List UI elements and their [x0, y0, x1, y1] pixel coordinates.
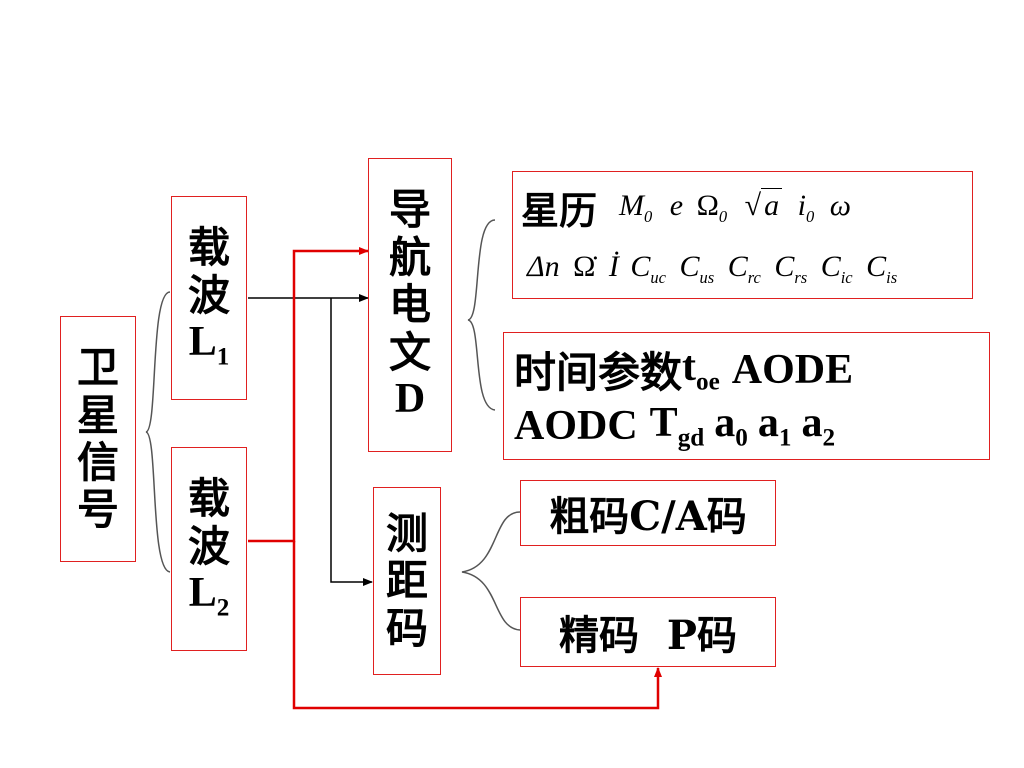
satellite-signal-char: 信	[76, 438, 119, 487]
ranging-code-char: 码	[385, 603, 428, 653]
nav-message-letter: D	[394, 376, 426, 423]
wire-l2-to-nav	[248, 247, 369, 543]
time-param-toe: toe	[682, 343, 720, 396]
ephemeris-box: 星历 M0 e Ω0 √a i0 ω Δn Ω̇ İ Cuc Cus Crc C…	[512, 171, 973, 299]
time-param-a0: a0	[714, 400, 748, 452]
time-param-a2: a2	[801, 400, 836, 452]
time-param-a1: a1	[757, 400, 792, 452]
ephemeris-row2: Δn Ω̇ İ Cuc Cus Crc Crs Cic Cis	[527, 250, 898, 287]
brace-ranging	[461, 511, 521, 631]
nav-message-char: 导	[388, 185, 431, 235]
satellite-signal-char: 星	[76, 390, 119, 440]
p-code-label: 精码 P码	[559, 612, 737, 659]
carrier-l1-label: L1	[188, 319, 230, 371]
time-param-aode: AODE	[731, 346, 854, 393]
ranging-code-box: 测 距 码	[373, 487, 441, 675]
satellite-signal-char: 号	[76, 485, 119, 535]
p-code-box: 精码 P码	[520, 597, 776, 667]
satellite-signal-char: 卫	[76, 343, 119, 393]
time-param-aodc: AODC	[514, 402, 638, 449]
nav-message-char: 文	[388, 327, 431, 377]
wire-l1-to-ranging	[330, 298, 373, 586]
ca-code-label: 粗码C/A码	[549, 493, 747, 540]
carrier-l2-char: 波	[187, 521, 230, 571]
nav-message-char: 航	[388, 232, 431, 282]
ca-code-box: 粗码C/A码	[520, 480, 776, 546]
satellite-signal-box: 卫 星 信 号	[60, 316, 136, 562]
carrier-l2-char: 载	[187, 474, 230, 524]
brace-nav	[467, 219, 496, 411]
time-params-box: 时间参数 toe AODE AODC Tgd a0 a1 a2	[503, 332, 990, 460]
ranging-code-char: 距	[385, 556, 428, 606]
nav-message-char: 电	[388, 280, 431, 330]
nav-message-box: 导 航 电 文 D	[368, 158, 452, 452]
wire-l2-to-p	[292, 541, 662, 710]
carrier-l1-char: 波	[187, 270, 230, 320]
carrier-l1-box: 载 波 L1	[171, 196, 247, 400]
time-params-label: 时间参数	[514, 348, 683, 397]
carrier-l2-box: 载 波 L2	[171, 447, 247, 651]
carrier-l1-char: 载	[187, 223, 230, 273]
time-param-tgd: Tgd	[649, 400, 705, 452]
ephemeris-row1: M0 e Ω0 √a i0 ω	[619, 187, 851, 226]
ranging-code-char: 测	[385, 508, 428, 558]
ephemeris-label: 星历	[521, 188, 598, 233]
carrier-l2-label: L2	[188, 570, 230, 622]
brace-satellite	[145, 291, 171, 573]
